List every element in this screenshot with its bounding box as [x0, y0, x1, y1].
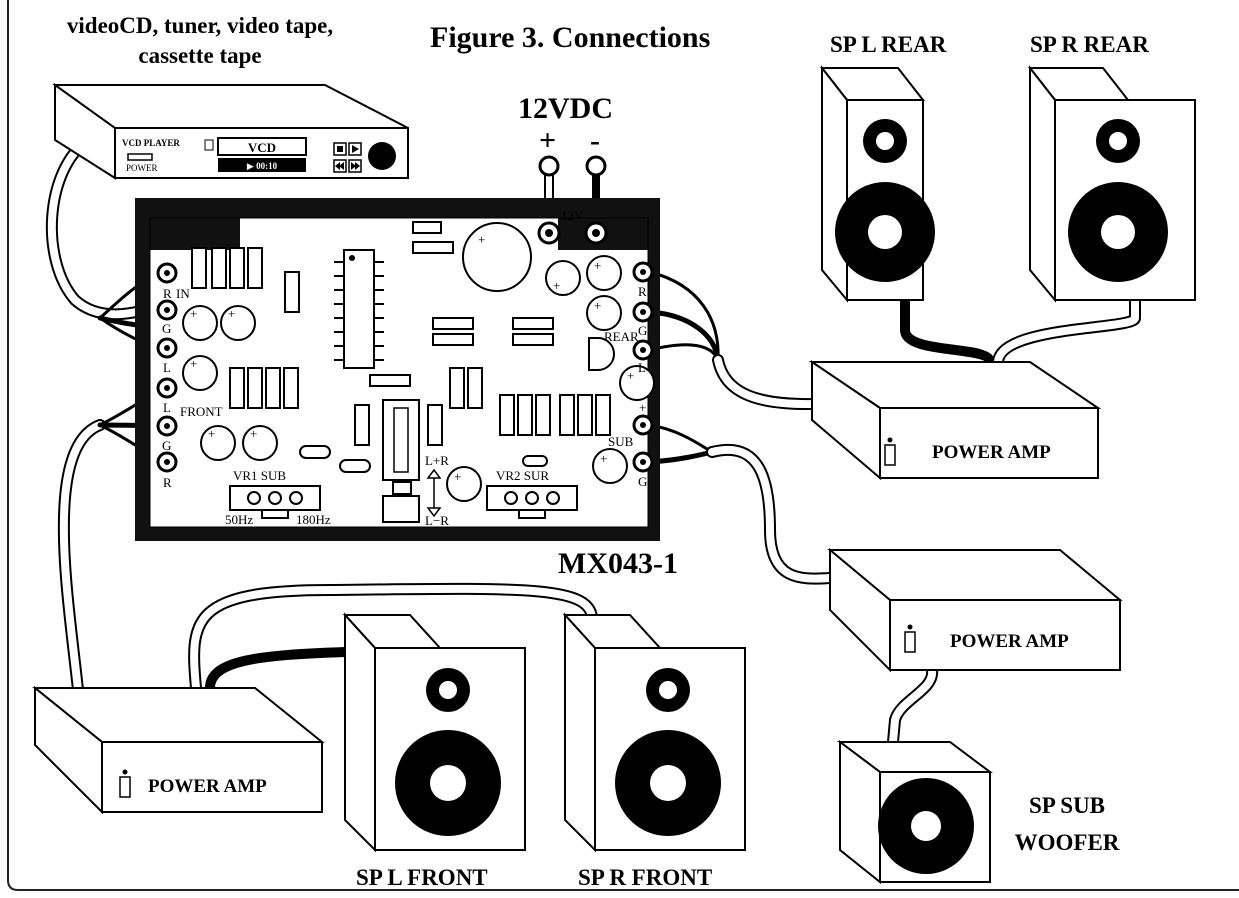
terminals — [156, 221, 654, 473]
front-label: FRONT — [180, 404, 223, 419]
speaker-l-front — [342, 612, 526, 853]
hz50-label: 50Hz — [225, 512, 253, 527]
minus-terminal — [585, 155, 607, 177]
source-label-line2: cassette tape — [138, 43, 261, 68]
board-12v-label: 12V — [561, 208, 584, 223]
speaker-l-front-label: SP L FRONT — [356, 865, 488, 890]
in-g-label: G — [162, 321, 171, 336]
front-g-label: G — [162, 438, 171, 453]
power-amp-front: POWER AMP — [32, 685, 325, 815]
pcb-board: + + + + + + + + + + + + — [135, 198, 660, 541]
in-label: IN — [176, 286, 190, 301]
svg-text:+: + — [190, 306, 197, 321]
svg-text:+: + — [228, 306, 235, 321]
capacitors — [182, 222, 655, 502]
capacitor-plus-marks: + + + + + + + + + + + + — [190, 232, 634, 484]
lmr-label: L−R — [425, 513, 449, 528]
power-label: 12VDC — [518, 92, 613, 125]
speaker-r-rear-label: SP R REAR — [1030, 32, 1149, 57]
ic-chip — [334, 249, 384, 369]
player-display: VCD — [248, 140, 276, 155]
page-frame — [7, 0, 1239, 891]
dc-input: 12VDC + - — [518, 92, 613, 177]
svg-text:+: + — [208, 426, 215, 441]
rear-g-label: G — [638, 323, 647, 338]
svg-text:+: + — [553, 278, 560, 293]
svg-text:+: + — [190, 356, 197, 371]
sub-label: SUB — [608, 434, 634, 449]
minus-sign: - — [590, 124, 600, 157]
svg-text:+: + — [594, 258, 601, 273]
speaker-r-rear — [1027, 65, 1196, 303]
sub-g-label: G — [638, 474, 647, 489]
power-amp-rear-label: POWER AMP — [932, 442, 1051, 463]
power-amp-rear: POWER AMP — [808, 360, 1102, 481]
front-l-label: L — [163, 400, 171, 415]
player-power-label: POWER — [126, 163, 158, 173]
svg-text:+: + — [478, 232, 485, 247]
in-r-label: R — [163, 286, 172, 301]
power-amp-front-label: POWER AMP — [148, 776, 267, 797]
svg-text:+: + — [627, 368, 634, 383]
front-r-label: R — [163, 475, 172, 490]
board-name: MX043-1 — [558, 547, 678, 580]
lpr-label: L+R — [425, 453, 449, 468]
rear-r-label: R — [638, 284, 647, 299]
player-brand: VCD PLAYER — [122, 138, 180, 148]
svg-text:+: + — [250, 426, 257, 441]
speaker-r-front-label: SP R FRONT — [578, 865, 712, 890]
in-l-label: L — [163, 360, 171, 375]
speaker-subwoofer — [837, 740, 993, 885]
player-time: ▶ 00:10 — [247, 161, 278, 171]
svg-text:+: + — [600, 451, 607, 466]
vcd-player: VCD PLAYER POWER VCD ▶ 00:10 — [52, 83, 409, 180]
preset-vr2 — [486, 485, 578, 519]
plus-terminal — [538, 155, 560, 177]
rear-l-label: L — [638, 360, 646, 375]
svg-text:+: + — [594, 298, 601, 313]
resistors — [191, 221, 611, 446]
cables — [45, 134, 1141, 748]
rear-label: REAR — [604, 329, 639, 344]
speaker-l-rear — [819, 65, 935, 303]
sub-plus-label: + — [639, 400, 646, 415]
speaker-sub-label-line1: SP SUB — [1029, 793, 1105, 818]
svg-text:+: + — [454, 469, 461, 484]
source-label-line1: videoCD, tuner, video tape, — [67, 13, 333, 38]
hz180-label: 180Hz — [296, 512, 331, 527]
plus-sign: + — [539, 124, 556, 157]
preset-vr1 — [229, 485, 321, 519]
speaker-l-rear-label: SP L REAR — [830, 32, 947, 57]
speaker-sub-label-line2: WOOFER — [1015, 830, 1120, 855]
vr1-label: VR1 SUB — [233, 468, 286, 483]
vr2-label: VR2 SUR — [496, 468, 549, 483]
power-amp-sub: POWER AMP — [827, 547, 1123, 673]
figure-title: Figure 3. Connections — [430, 21, 710, 54]
mode-switch — [382, 399, 442, 523]
speaker-r-front — [562, 612, 746, 853]
power-amp-sub-label: POWER AMP — [950, 631, 1069, 652]
